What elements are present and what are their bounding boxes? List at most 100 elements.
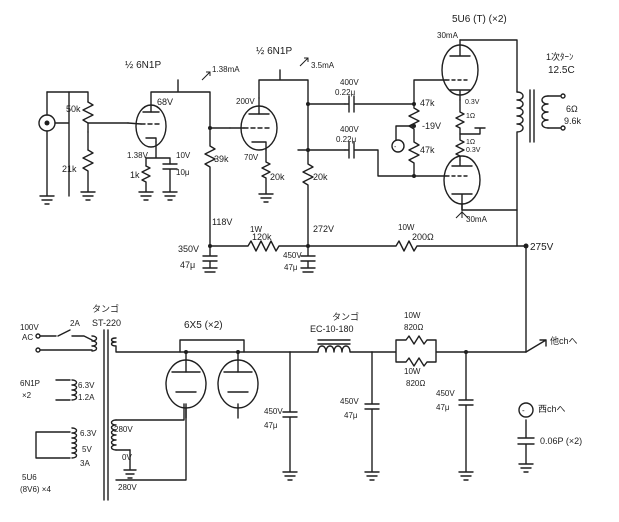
svg-text:-: - xyxy=(522,406,525,415)
label-r120k: 120k xyxy=(252,232,272,242)
label-rg2: 47k xyxy=(420,145,435,155)
label-rg1: 47k xyxy=(420,98,435,108)
label-v272: 272V xyxy=(313,224,334,234)
label-s280a: 280V xyxy=(114,425,133,434)
label-tube3: 5U6 (T) (×2) xyxy=(452,14,507,25)
rectifier-tubes-6x5: 6X5 (×2) xyxy=(165,320,259,419)
label-v68: 68V xyxy=(157,97,173,107)
bias-supply-terminal: - xyxy=(391,139,405,153)
label-fuse: 2A xyxy=(70,319,80,328)
label-v450a: 450V xyxy=(283,251,302,260)
label-ot3: 6Ω xyxy=(566,104,578,114)
label-to-west: 西chへ xyxy=(538,404,566,414)
label-i1: 1.38mA xyxy=(212,65,240,74)
label-i4: 30mA xyxy=(466,215,488,224)
label-h4: 1.2A xyxy=(78,393,95,402)
label-ot1: 1次ﾀｰﾝ xyxy=(546,51,574,62)
heater-windings: 6N1P ×2 6.3V 1.2A 6.3V 5V 3A 5U6 (8V6) ×… xyxy=(20,379,97,494)
label-rd3: 10W xyxy=(404,367,421,376)
output-transformer: 1次ﾀｰﾝ 12.5C 6Ω 9.6k xyxy=(516,51,582,211)
label-r10w: 10W xyxy=(398,223,415,232)
label-h6: 5V xyxy=(82,445,92,454)
label-ck1a: 10V xyxy=(176,151,191,160)
power-transformer: タンゴ ST-220 280V 0V 280V xyxy=(91,303,291,501)
label-h1: 6N1P xyxy=(20,379,40,388)
label-r1w: 1W xyxy=(250,225,262,234)
label-i3: 30mA xyxy=(437,31,459,40)
label-ck1b: 10μ xyxy=(176,168,190,177)
label-rk3b: 1Ω xyxy=(466,139,475,146)
label-cf3b: 47μ xyxy=(436,403,450,412)
resistor-20k-2: 20k xyxy=(302,149,328,247)
label-rk1: 1k xyxy=(130,170,140,180)
filter-cap-2: 450V 47μ xyxy=(340,351,380,481)
label-cf2a: 450V xyxy=(340,397,359,406)
svg-text:-: - xyxy=(394,144,397,151)
decoupling-cap-1: 350V 47μ xyxy=(178,244,218,273)
label-c1b: 0.22μ xyxy=(335,88,356,97)
input-jack xyxy=(38,91,89,205)
label-v1-38: 1.38V xyxy=(127,151,149,160)
label-r200: 200Ω xyxy=(412,232,434,242)
b-plus-rail: 1W 120k 272V 10W 200Ω 275V xyxy=(208,223,554,253)
label-v03b: 0.3V xyxy=(466,147,481,154)
label-bias: -19V xyxy=(422,121,441,131)
label-rd2: 820Ω xyxy=(404,323,423,332)
label-v118: 118V xyxy=(212,217,232,227)
choke-ec-10-180: タンゴ EC-10-180 xyxy=(289,311,373,353)
tube3-lower: 30mA xyxy=(443,155,488,224)
label-h7: 3A xyxy=(80,459,90,468)
label-v350: 350V xyxy=(178,244,199,254)
label-r20k2: 20k xyxy=(313,172,328,182)
label-s280b: 280V xyxy=(118,483,137,492)
input-resistor-50k: 50k xyxy=(66,101,94,133)
label-tube2: ½ 6N1P xyxy=(256,46,292,57)
label-v03a: 0.3V xyxy=(465,99,480,106)
filter-cap-1: 450V 47μ xyxy=(264,351,298,481)
label-c47b: 47μ xyxy=(284,263,298,272)
label-c47a: 47μ xyxy=(180,260,195,270)
coupling-cap-upper: 400V 0.22μ xyxy=(335,78,447,113)
label-ac: 100V xyxy=(20,323,39,332)
label-ot2: 12.5C xyxy=(548,65,575,76)
cathode-upper: 0.3V 1Ω xyxy=(455,99,486,135)
to-west-channel: - 西chへ xyxy=(518,402,566,418)
cathode-resistor-1k: 1k xyxy=(130,165,154,201)
label-to-other: 他chへ xyxy=(550,335,578,346)
label-h8: 5U6 xyxy=(22,473,37,482)
label-cf2b: 47μ xyxy=(344,411,358,420)
label-cf3a: 450V xyxy=(436,389,455,398)
label-v70: 70V xyxy=(244,153,259,162)
plate-resistor-39k: 39k 118V xyxy=(204,127,232,247)
label-tube1: ½ 6N1P xyxy=(125,60,161,71)
label-rk3a: 1Ω xyxy=(466,113,475,120)
tube3-upper: 5U6 (T) (×2) 30mA xyxy=(437,14,507,101)
label-pt-model: ST-220 xyxy=(92,318,121,328)
coupling-cap-lower: 400V 0.22μ xyxy=(336,125,447,177)
label-r-in1: 50k xyxy=(66,104,81,114)
bias-filter-cap: 0.06P (×2) xyxy=(517,419,582,473)
label-rd4: 820Ω xyxy=(406,379,425,388)
label-ch-maker: タンゴ xyxy=(332,311,359,322)
label-ot4: 9.6k xyxy=(564,116,582,126)
label-rk2: 20k xyxy=(270,172,285,182)
label-h3: 6.3V xyxy=(78,381,95,390)
input-resistor-21k: 21k xyxy=(62,149,96,201)
label-s0v: 0V xyxy=(122,453,132,462)
label-r-in2: 21k xyxy=(62,164,77,174)
cathode-resistor-20k: 20k xyxy=(258,149,285,203)
current-arrow-2: 3.5mA xyxy=(299,57,335,70)
label-c2b: 0.22μ xyxy=(336,135,357,144)
label-h9: (8V6) ×4 xyxy=(20,485,51,494)
label-c1a: 400V xyxy=(340,78,359,87)
cathode-cap-10u: 10V 10μ xyxy=(162,151,191,201)
filter-cap-3: 450V 47μ xyxy=(436,351,474,481)
label-h2: ×2 xyxy=(22,391,32,400)
label-v275: 275V xyxy=(530,242,554,253)
label-v200: 200V xyxy=(236,97,255,106)
label-i2: 3.5mA xyxy=(311,61,335,70)
grid-resistors-47k: 47k 47k -19V xyxy=(408,98,441,177)
label-rd1: 10W xyxy=(404,311,421,320)
label-cf1b: 47μ xyxy=(264,421,278,430)
